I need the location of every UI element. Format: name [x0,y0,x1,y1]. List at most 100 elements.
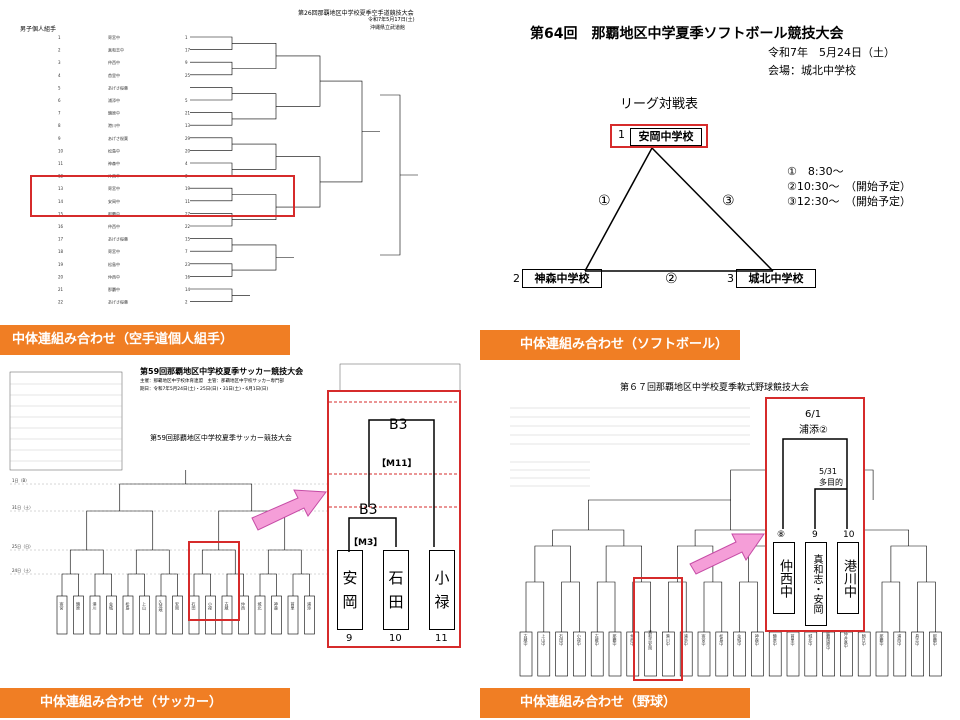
team-number: 9 [812,530,818,540]
soccer-highlight [188,541,240,621]
softball-venue: 会場：城北中学校 [768,64,856,77]
entry-school: 仲西中 [108,273,120,279]
entry-seed: 15 [185,237,191,242]
team-name: 港川 [93,601,98,610]
team-name: 朝日中 [862,634,867,647]
team3-number: 3 [727,272,734,285]
soccer-zoom-m3: 【M3】 [349,538,383,548]
league-triangle [584,147,774,272]
baseball-arrow-icon [689,533,765,575]
match1-label: ① [598,193,611,209]
team-name: 石 田 [388,569,404,611]
team-name: 具志中 [915,633,920,647]
soccer-sponsor: 主催：那覇地区中学校体育連盟 主管：那覇地区中学校サッカー専門部 [140,379,284,384]
bracket-line [294,55,321,107]
entry-number: 3 [58,60,61,65]
entry-number: 15 [58,211,64,216]
team-name: 古蔵 [225,601,230,611]
team-number: ⑧ [777,530,786,540]
entry-number: 22 [58,300,64,305]
entry-seed: 2 [185,300,188,305]
team-name: 寄宮中 [702,633,707,647]
soccer-title: 第59回那覇地区中学校夏季サッカー競技大会 [140,367,304,376]
schedule-table [9,371,123,471]
entry-school: 寄宮中 [108,185,120,191]
bracket-line [250,244,277,271]
entry-seed: 23 [185,262,191,267]
soccer-zoom-team-oroku: 小 禄 [429,550,455,630]
bracket-line [210,288,233,302]
baseball-zoom-date2: 5/31 [819,467,837,476]
team-name: 浦添中 [684,633,689,647]
bracket-line [588,499,731,530]
entry-number: 19 [58,262,64,267]
soccer-bracket: 1日（B）31日（土）25日（日）24日（土）寄宮鏡原港川金城松島上山久茂地安岡… [9,363,461,635]
bracket-line [739,581,758,632]
bracket-line [160,573,178,596]
bracket-line [259,573,277,596]
team-name: 神森 [274,601,279,611]
karate-highlight [30,175,295,217]
entry-number: 7 [58,111,61,116]
entry-seed: 7 [185,249,188,254]
soccer-zoom-team-ishida: 石 田 [383,550,409,630]
team-name: 浦西中 [897,633,902,647]
entry-seed: 29 [185,136,191,141]
team-name: 安岡 [175,601,180,611]
baseball-title: 第６７回那覇地区中学校夏季軟式野球競技大会 [620,383,810,393]
team-name: 浦添 [307,601,312,611]
entry-number: 8 [58,123,61,128]
baseball-zoom-date1: 6/1 [805,409,822,420]
bracket-line [210,263,233,277]
bracket-line [525,581,545,632]
team-name: 小 禄 [434,569,450,611]
soccer-period: 期日：令和7年5月24日(土)・25日(日)・31日(土)・6月1日(日) [140,387,269,392]
round-label: 24日（土） [12,567,33,573]
team-name: 首里 [291,601,296,610]
baseball-highlight [633,577,683,681]
bracket-line [210,238,233,252]
entry-seed: 9 [185,60,188,65]
team-number: 9 [346,633,353,644]
schedule-3: ③12:30～ （開始予定） [787,195,912,208]
team-name: 松島 [126,601,131,611]
entry-number: 1 [58,35,61,40]
entry-seed: 11 [185,199,191,204]
caption-karate: 中体連組み合わせ（空手道個人組手） [0,325,290,355]
entry-number: 17 [58,237,64,242]
entry-school: 首里中 [108,72,120,78]
entry-school: 港川中 [108,122,120,128]
entry-school: 真和志中 [108,47,124,53]
bracket-line [534,545,571,582]
entry-school: 那覇中 [108,210,120,216]
entry-school: 神森中 [108,160,120,166]
team-name: 真和志・安岡 [811,554,822,614]
entry-school: 浦添中 [108,97,120,103]
soccer-zoom-round: 【M11】 [377,459,417,469]
bracket-line [250,93,277,120]
entry-school: 松島中 [108,261,120,267]
team3-name: 城北中学校 [736,269,816,288]
entry-seed: 14 [185,287,191,292]
entry-number: 2 [58,48,61,53]
entry-seed: 22 [185,224,191,229]
team-name: 松島中 [719,633,724,647]
team-name: 城北中 [808,633,813,647]
caption-soccer: 中体連組み合わせ（サッカー） [0,688,290,718]
bracket-line [561,581,580,632]
bracket-line [119,483,253,511]
baseball-zoom-lines [782,438,848,529]
team-name: 港川中 [841,558,856,598]
baseball-zoom-team-minatogawa: 港川中 [837,542,859,614]
team-name: 寄宮 [60,601,65,611]
bracket-line [703,581,723,632]
bracket-line [69,549,104,574]
entry-school: 那覇中 [108,286,120,292]
team-name: 鏡原中 [773,633,778,647]
bracket-line [881,581,901,632]
team1-number: 1 [618,128,625,141]
league-title: リーグ対戦表 [620,97,699,112]
team-name: 安 岡 [342,569,358,611]
entry-school: あげさ桜葉 [108,236,128,242]
entry-number: 18 [58,249,64,254]
